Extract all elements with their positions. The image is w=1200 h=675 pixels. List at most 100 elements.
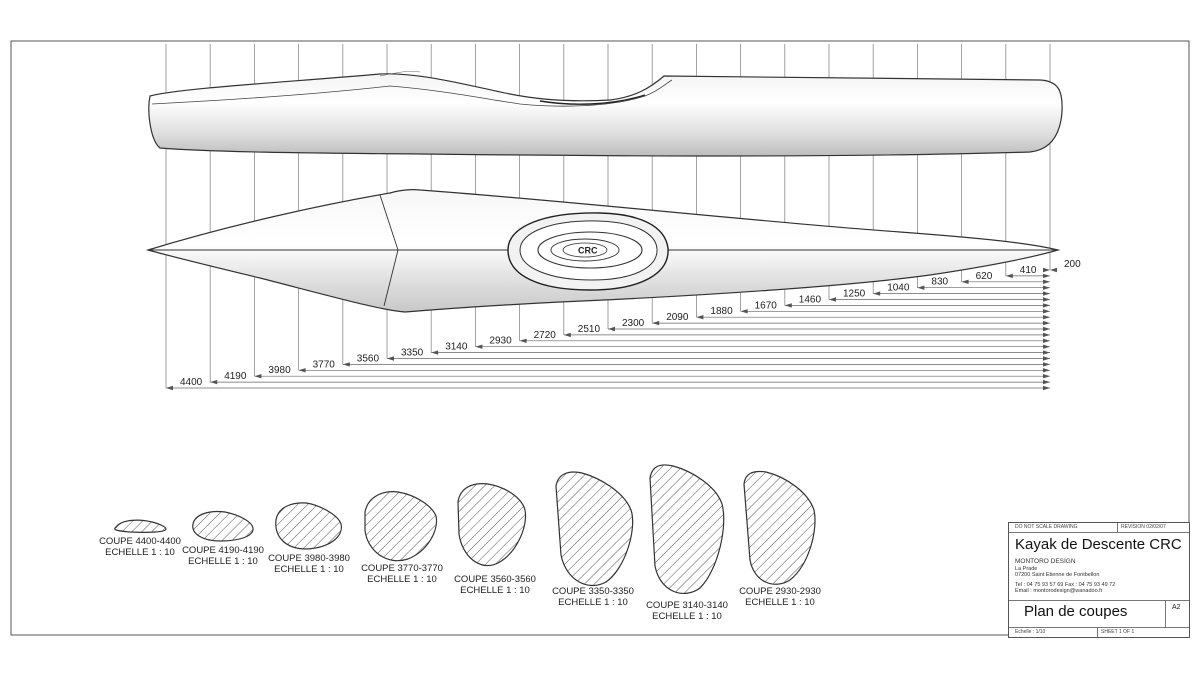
dimension-arrow xyxy=(784,303,792,308)
dimension-label: 3980 xyxy=(268,365,291,376)
dimension-label: 3140 xyxy=(445,342,468,353)
dimension-arrow xyxy=(342,362,350,367)
dimension-arrow xyxy=(563,332,571,338)
section-caption-3560: COUPE 3560-3560 ECHELLE 1 : 10 xyxy=(454,574,536,596)
section-scale: ECHELLE 1 : 10 xyxy=(367,574,437,585)
dimension-label: 3350 xyxy=(401,348,424,359)
dimension-label: 4190 xyxy=(224,371,247,382)
cross-section-4400 xyxy=(114,519,167,533)
dimension-arrow xyxy=(1043,326,1050,332)
hull-logo-text: CRC xyxy=(578,246,598,256)
drawing-title: Kayak de Descente CRC xyxy=(1015,536,1182,553)
dimension-label: 3770 xyxy=(313,359,336,370)
dimension-arrow xyxy=(917,285,925,290)
company-name: MONTORO DESIGN xyxy=(1015,558,1076,565)
dimension-arrow xyxy=(1043,385,1050,391)
dimension-arrow xyxy=(166,385,173,391)
dimension-label: 830 xyxy=(931,277,948,288)
dimension-arrow xyxy=(1043,273,1050,279)
section-caption-3770: COUPE 3770-3770 ECHELLE 1 : 10 xyxy=(361,563,443,585)
cross-section-2930 xyxy=(743,470,816,585)
dimension-label: 1040 xyxy=(887,283,910,294)
company-info: MONTORO DESIGN La Prade 07200 Saint Etie… xyxy=(1015,558,1115,595)
cross-section-3560 xyxy=(457,483,527,567)
section-scale: ECHELLE 1 : 10 xyxy=(274,564,344,575)
section-title: COUPE 2930-2930 xyxy=(739,586,821,597)
dimension-label: 1880 xyxy=(710,306,733,317)
dimension-label: 2090 xyxy=(666,312,689,323)
dimension-label: 3560 xyxy=(357,353,380,364)
dimension-arrow xyxy=(1043,309,1050,314)
dimension-arrow xyxy=(1043,362,1050,367)
dimension-arrow xyxy=(1043,303,1050,308)
section-scale: ECHELLE 1 : 10 xyxy=(745,597,815,608)
dimension-arrow xyxy=(1043,291,1050,296)
dimension-arrow xyxy=(829,297,836,302)
cross-section-4190 xyxy=(192,510,254,542)
dimension-arrow xyxy=(298,368,306,373)
dimension-arrow xyxy=(387,356,394,361)
dimension-label: 2720 xyxy=(534,330,557,341)
cross-section-3980 xyxy=(275,502,342,550)
dimension-arrow xyxy=(210,379,218,385)
kayak-side-view xyxy=(148,70,1063,157)
dimension-arrow xyxy=(1043,368,1050,373)
dimension-arrow xyxy=(1043,297,1050,302)
cross-section-3770 xyxy=(364,491,438,562)
dimension-arrow xyxy=(652,320,660,326)
title-block-header-row: DO NOT SCALE DRAWING REVISION 02/02/07 xyxy=(1009,523,1189,533)
dimension-label: 1250 xyxy=(843,289,866,300)
section-title: COUPE 3140-3140 xyxy=(646,600,728,611)
dimension-arrow xyxy=(1043,374,1050,379)
sheet-title: Plan de coupes xyxy=(1024,603,1128,620)
section-caption-4190: COUPE 4190-4190 ECHELLE 1 : 10 xyxy=(182,545,264,567)
dimension-label: 4400 xyxy=(180,377,203,388)
dimension-label: 1670 xyxy=(755,300,778,311)
dimension-arrow xyxy=(1043,285,1050,290)
company-email: Email : montorodesign@wanadoo.fr xyxy=(1015,588,1103,594)
company-phone: Tel : 04 75 93 57 69 Fax : 04 75 93 49 7… xyxy=(1015,581,1116,588)
cross-section-3140 xyxy=(649,464,725,595)
section-scale: ECHELLE 1 : 10 xyxy=(460,585,530,596)
dimension-arrow xyxy=(1043,338,1050,343)
dimension-label: 2300 xyxy=(622,318,645,329)
dimension-arrow xyxy=(1043,279,1050,284)
dimension-arrow xyxy=(475,344,483,349)
dimension-arrow xyxy=(1050,267,1057,273)
section-caption-4400: COUPE 4400-4400 ECHELLE 1 : 10 xyxy=(99,536,181,558)
kayak-top-view: CRC xyxy=(145,189,1061,313)
section-scale: ECHELLE 1 : 10 xyxy=(558,597,628,608)
dimension-arrow xyxy=(1043,356,1050,361)
dimension-arrow xyxy=(1043,267,1050,273)
section-scale: ECHELLE 1 : 10 xyxy=(652,611,722,622)
dimension-arrow xyxy=(961,279,969,284)
dimension-label: 620 xyxy=(976,271,993,282)
section-caption-3980: COUPE 3980-3980 ECHELLE 1 : 10 xyxy=(268,553,350,575)
section-title: COUPE 4400-4400 xyxy=(99,536,181,547)
title-block: DO NOT SCALE DRAWING REVISION 02/02/07 K… xyxy=(1008,522,1190,638)
dimension-arrow xyxy=(1043,315,1050,320)
dimension-arrow xyxy=(1043,320,1050,326)
dimension-arrow xyxy=(431,350,439,355)
section-caption-2930: COUPE 2930-2930 ECHELLE 1 : 10 xyxy=(739,586,821,608)
section-title: COUPE 3350-3350 xyxy=(552,586,634,597)
section-caption-3350: COUPE 3350-3350 ECHELLE 1 : 10 xyxy=(552,586,634,608)
scale-label: Echelle : 1/10 xyxy=(1015,629,1046,635)
section-title: COUPE 3980-3980 xyxy=(268,553,350,564)
sheet-number: SHEET 1 OF 1 xyxy=(1101,629,1135,635)
dimension-arrow xyxy=(873,291,881,296)
dimension-arrow xyxy=(608,326,615,332)
dimension-label: 410 xyxy=(1020,265,1037,276)
section-title: COUPE 4190-4190 xyxy=(182,545,264,556)
section-scale: ECHELLE 1 : 10 xyxy=(188,556,258,567)
dimension-lines: 4400419039803770356033503140293027202510… xyxy=(166,259,1081,391)
paper-size: A2 xyxy=(1172,604,1181,611)
dimension-arrow xyxy=(254,374,262,379)
section-scale: ECHELLE 1 : 10 xyxy=(105,547,175,558)
dimension-label: 1460 xyxy=(799,294,822,305)
company-address-2: 07200 Saint Etienne de Fontbellon xyxy=(1015,572,1100,578)
do-not-scale-note: DO NOT SCALE DRAWING xyxy=(1015,524,1078,530)
dimension-label: 200 xyxy=(1064,259,1081,270)
company-address-1: La Prade xyxy=(1015,565,1038,572)
